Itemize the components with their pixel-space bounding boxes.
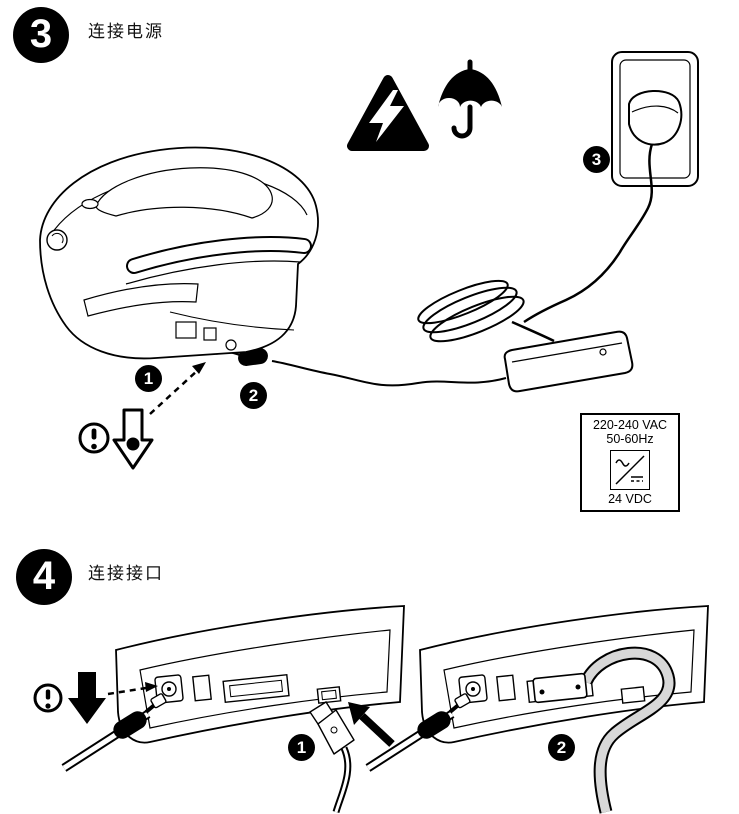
spec-voltage: 220-240 VAC: [592, 418, 668, 432]
attention-icon-step4: [33, 683, 63, 713]
power-cable-right: [365, 693, 471, 772]
step-4-title: 连接接口: [88, 564, 164, 583]
step-3-badge: 3: [13, 7, 69, 63]
interface-cable: [532, 646, 676, 814]
ferrite-bead: [417, 711, 451, 739]
power-plug: [628, 89, 683, 146]
step-3-number: 3: [29, 12, 53, 56]
spec-output: 24 VDC: [608, 491, 652, 506]
down-arrow-icon-step3: [112, 408, 154, 470]
callout-step4-1: 1: [288, 734, 315, 761]
rear-switch: [203, 327, 217, 341]
callout-number: 3: [591, 150, 602, 169]
callout-step3-1: 1: [135, 365, 162, 392]
callout-step3-2: 2: [240, 382, 267, 409]
power-switch: [496, 674, 516, 702]
callout-number: 1: [296, 738, 307, 757]
step-3-title: 连接电源: [88, 22, 164, 41]
dc-plug: [454, 693, 471, 709]
usb-cable: [309, 701, 355, 814]
callout-number: 2: [248, 386, 259, 405]
rear-power-jack: [225, 339, 237, 351]
callout-step3-3: 3: [583, 146, 610, 173]
dashed-pointer-step4: [107, 682, 158, 696]
power-spec-label: 220-240 VAC 50-60Hz 24 VDC: [580, 413, 680, 513]
power-switch: [192, 674, 212, 702]
callout-number: 2: [556, 738, 567, 757]
cable-connector: [532, 672, 588, 704]
interface-panel-left: [115, 605, 405, 744]
keep-dry-icon: [438, 59, 502, 139]
latch-button: [46, 229, 68, 251]
usb-port: [620, 686, 646, 704]
ferrite-bead: [113, 711, 147, 739]
printer-illustration: [39, 146, 319, 360]
usb-arrow-pointer: [348, 702, 395, 747]
ac-dc-adapter-symbol-icon: [610, 449, 650, 490]
power-cable-left: [61, 693, 167, 772]
attention-icon-step3: [78, 422, 110, 454]
dashed-pointer-step3: [149, 362, 206, 415]
spec-frequency: 50-60Hz: [606, 432, 654, 447]
usb-port: [316, 686, 342, 704]
wall-outlet: [611, 51, 699, 187]
power-adapter: [503, 330, 634, 393]
callout-number: 1: [143, 369, 154, 388]
high-voltage-icon: [347, 75, 429, 151]
callout-step4-2: 2: [548, 734, 575, 761]
cord-coil: [417, 279, 525, 343]
rear-port: [175, 321, 197, 339]
down-arrow-icon-step4: [68, 672, 106, 724]
dc-plug: [150, 693, 167, 709]
step-4-number: 4: [32, 554, 56, 598]
power-cord: [417, 143, 654, 343]
step-4-badge: 4: [16, 549, 72, 605]
